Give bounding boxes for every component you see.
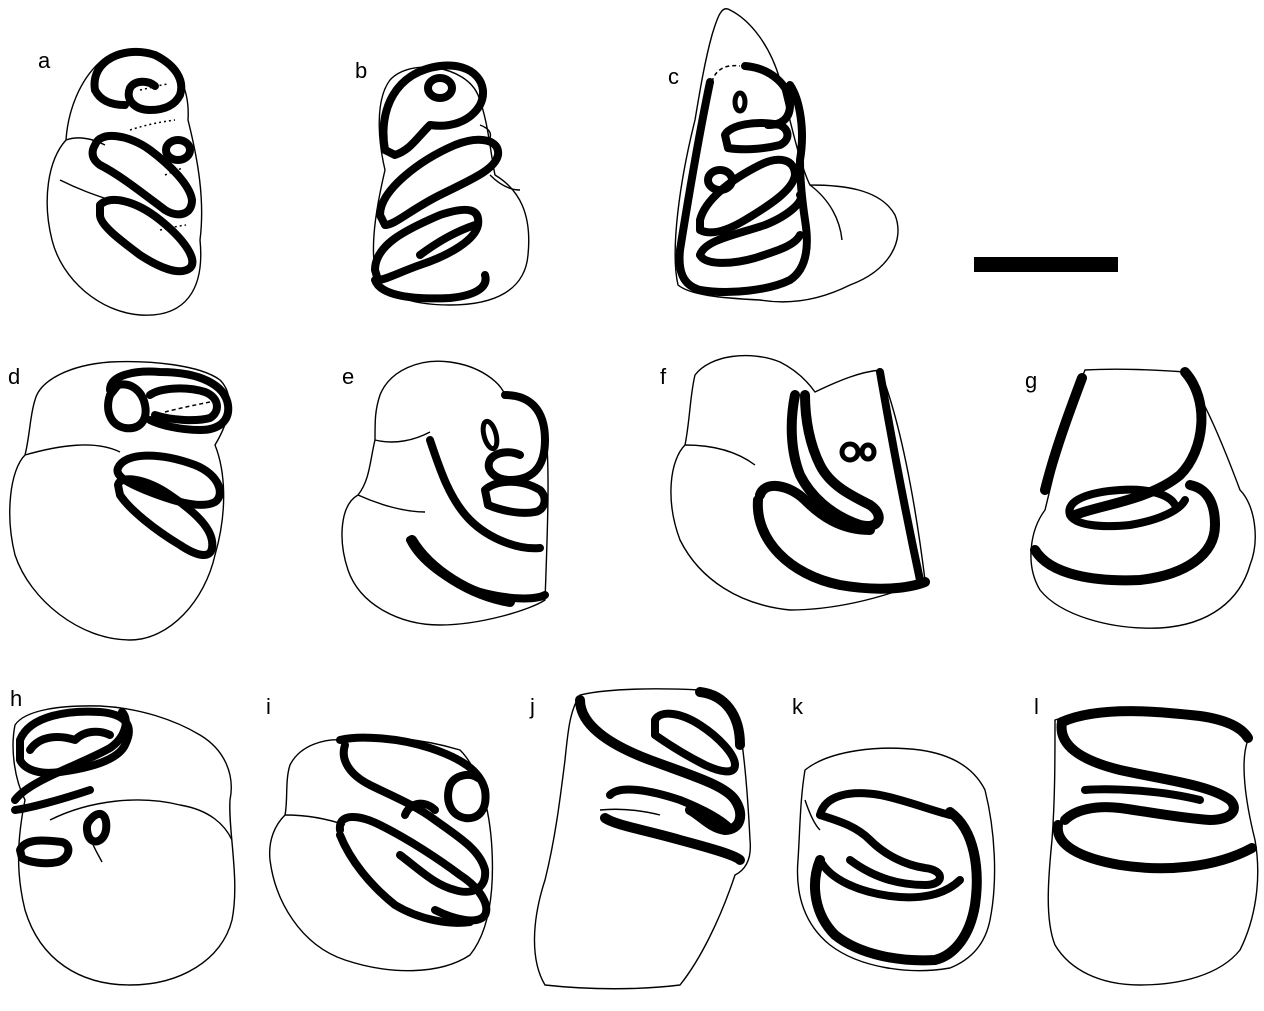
tooth-drawing-d <box>9 360 233 641</box>
tooth-drawing-c <box>674 8 899 303</box>
tooth-drawing-l <box>1047 706 1259 986</box>
panel-label-d: d <box>8 364 21 389</box>
tooth-drawing-a <box>46 47 203 316</box>
panel-label-l: l <box>1034 694 1039 719</box>
tooth-drawing-g <box>1030 367 1256 629</box>
tooth-drawing-h <box>11 705 236 986</box>
tooth-drawing-f <box>670 354 930 611</box>
panel-label-c: c <box>668 64 679 89</box>
panel-label-g: g <box>1025 368 1038 393</box>
panel-label-f: f <box>660 364 667 389</box>
tooth-drawing-i <box>268 733 494 972</box>
tooth-drawing-b <box>371 61 530 306</box>
scale-bar <box>974 257 1118 272</box>
panel-label-e: e <box>342 364 355 389</box>
tooth-drawing-e <box>341 360 549 626</box>
panel-label-h: h <box>10 686 23 711</box>
tooth-drawing-k <box>796 747 996 972</box>
tooth-drawing-j <box>533 687 752 990</box>
panel-label-j: j <box>530 694 535 719</box>
panel-label-i: i <box>266 694 271 719</box>
panel-label-k: k <box>792 694 803 719</box>
panel-label-b: b <box>355 58 368 83</box>
panel-label-a: a <box>38 48 51 73</box>
